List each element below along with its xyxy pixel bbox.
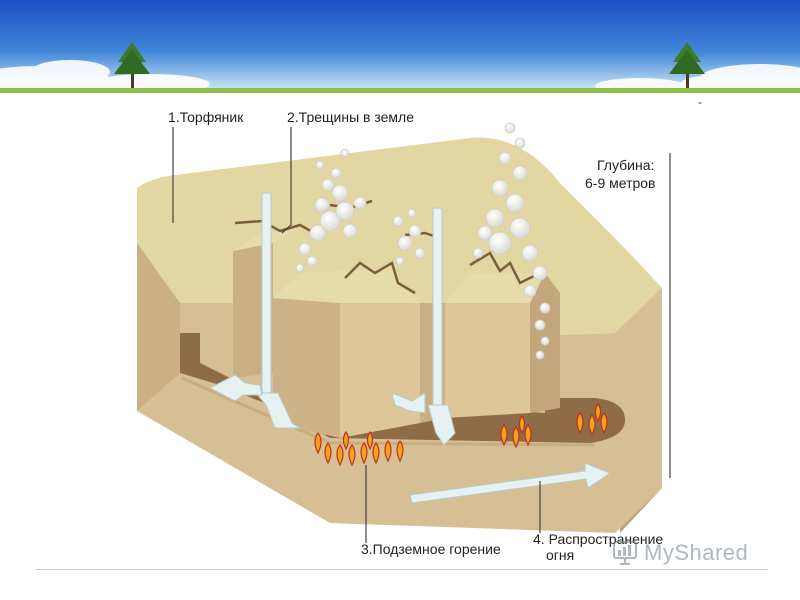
smoke-plume-middle [392,208,426,266]
air-flow-arrows [208,192,612,504]
bottom-divider [36,569,768,570]
spread-arrow [409,462,612,504]
header-banner [0,0,800,93]
fire-cluster-middle [500,414,532,449]
fire-cluster-right [576,402,608,437]
block-center [273,268,420,438]
slide-body: - [0,93,800,600]
label-cracks: 2.Трещины в земле [287,109,414,125]
tunnel-floor-edge [181,376,596,447]
peat-fire-diagram [137,122,671,543]
grass-strip [0,88,800,93]
label-spread-line2: огня [546,547,575,563]
sky-background [0,0,800,93]
label-depth-title: Глубина: [597,157,655,173]
watermark: MyShared [612,540,748,566]
tree-left-icon [114,42,150,88]
header-mark: - [698,95,702,109]
leader-lines [172,127,671,543]
label-underground-burning: 3.Подземное горение [361,541,501,557]
cloud-left [0,60,210,93]
label-peat: 1.Торфяник [168,109,244,125]
smoke-plume-right [472,122,551,360]
label-depth-value: 6-9 метров [585,175,656,191]
tree-right-icon [669,42,705,88]
fire-cluster-left [314,430,404,467]
smoke-plume-left [295,148,367,273]
watermark-text: MyShared [644,540,749,565]
myshared-logo-icon [613,541,637,565]
